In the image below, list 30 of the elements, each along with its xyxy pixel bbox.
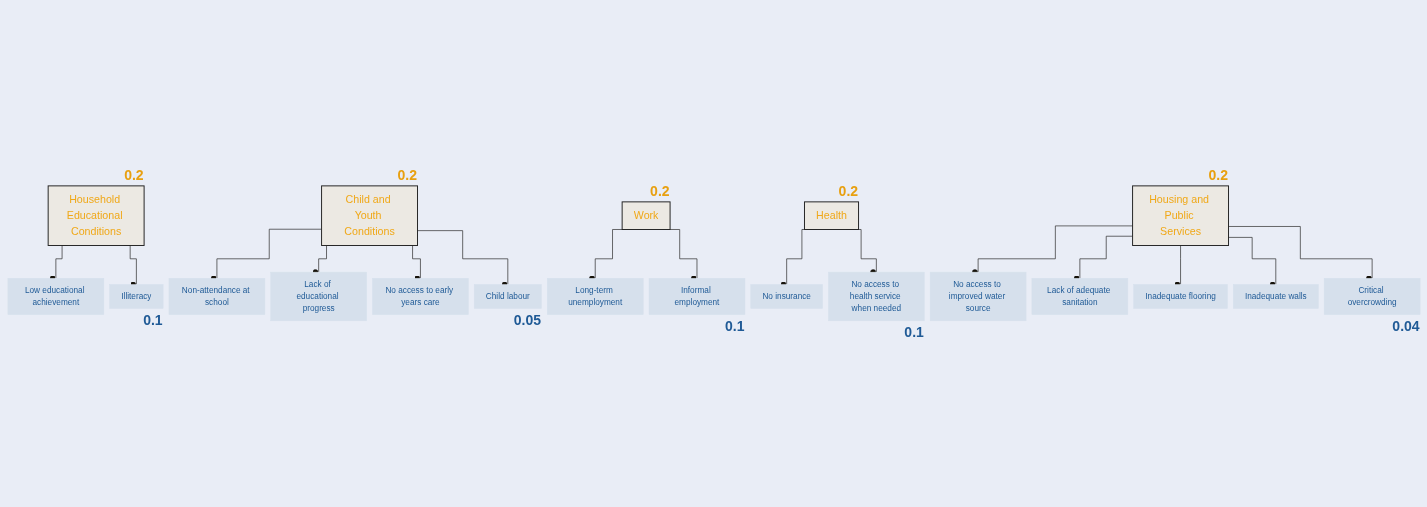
node-box [47,185,145,247]
node-box [1131,185,1229,247]
weight-value: 0.2 [650,183,670,199]
node-box [1132,284,1228,309]
node-box [371,278,469,316]
node-box [1232,284,1319,309]
weight-value: 0.2 [124,167,144,183]
weight-value: 0.2 [397,167,418,183]
weight-value: 0.2 [1208,167,1229,183]
weight-value: 0.04 [1392,317,1420,334]
weight-value: 0.2 [838,183,859,199]
node-box [621,201,671,231]
node-box [1031,278,1128,316]
node-box [827,272,925,322]
node-box [320,185,418,247]
node-box [269,272,367,322]
node-box [648,278,745,316]
weight-value: 0.05 [513,311,541,328]
node-box [108,284,163,309]
weight-value: 0.1 [904,323,924,340]
node-box [929,272,1026,322]
node-box [546,278,643,316]
node-box [473,284,542,309]
node-box [7,278,104,316]
node-box [168,278,265,316]
node-box [803,201,859,231]
weight-value: 0.1 [725,317,745,334]
weight-value: 0.1 [143,311,163,328]
node-box [750,284,823,309]
node-box [1323,278,1420,316]
